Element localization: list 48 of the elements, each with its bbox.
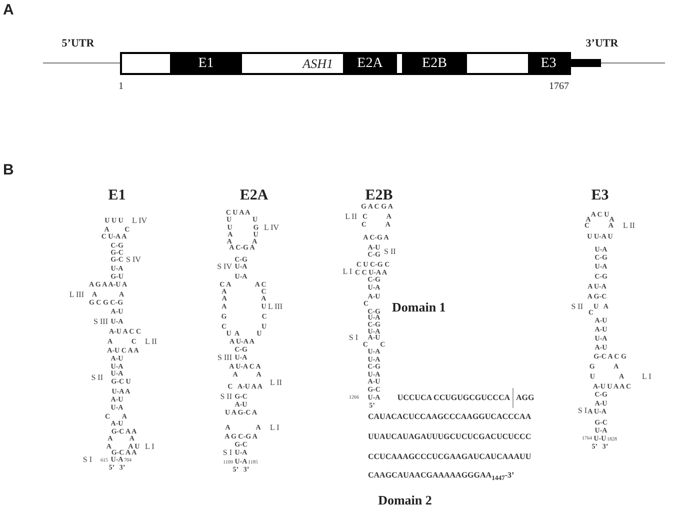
structure-label: L II [623,222,635,230]
structure-label: L I [270,424,280,432]
structure-label: S III [218,354,232,362]
sequence-text: CAAGCAUAACGAAAAAGGGAA$_{1447}$-3’ [368,471,514,483]
position-number: 1 [118,82,124,92]
structure-label: L III [268,303,283,311]
gene-bar [120,52,571,75]
domain-label: Domain 2 [378,494,432,506]
sequence-text: CCUCAAAGCCCUCGAAGAUCAUCAAAUU [368,453,532,461]
structure-title: E3 [591,188,609,204]
structure-label: L I [342,268,352,276]
domain-label: Domain 1 [392,300,446,314]
structure-label: L IV [264,224,280,232]
gene-name: ASH1 [242,54,343,73]
sequence-text: UCCUCA CCUGUGCGUCCCA [397,394,510,402]
sequence-text: AGG [516,394,534,402]
structure-title: E2B [365,188,393,204]
exon-segment: E1 [170,54,242,73]
strand-end-label: 5’UTR [62,38,94,50]
structure-label: S I [82,456,92,464]
structure-label: S IV [217,263,232,271]
structure-label: L II [345,213,357,221]
structure-label: S II [220,393,232,401]
structure-label: L III [69,291,84,299]
panel-label: B [3,162,14,178]
sequence-text: CAUACACUCCAAGCCCAAGGUCACCCAA [368,413,532,421]
structure-label: L II [145,338,157,346]
structure-label: S II [571,303,583,311]
sequence-text: UUAUCAUAGAUUUGCUCUCGACUCUCCC [368,433,532,441]
structure-label: S I [222,449,232,457]
exon-segment: E3 [528,54,569,73]
structure-label: S III [94,318,108,326]
structure-label: L I [145,443,154,451]
structure-label: S II [384,248,396,256]
position-number: 1767 [549,82,569,92]
exon-segment: E2A [343,54,397,73]
structure-label: L IV [132,217,148,225]
structure-label: L II [270,379,282,387]
structure-label: S I [578,407,587,415]
strand-end-label: 3’UTR [586,38,618,50]
structure-label: S IV [126,256,141,264]
panel-label: A [3,2,14,18]
structure-title: E2A [240,188,268,204]
exon-segment: E2B [402,54,467,73]
structure-title: E1 [108,188,126,204]
structure-label: S I [348,334,358,342]
structure-label: L I [642,373,652,381]
structure-label: S II [91,374,103,382]
